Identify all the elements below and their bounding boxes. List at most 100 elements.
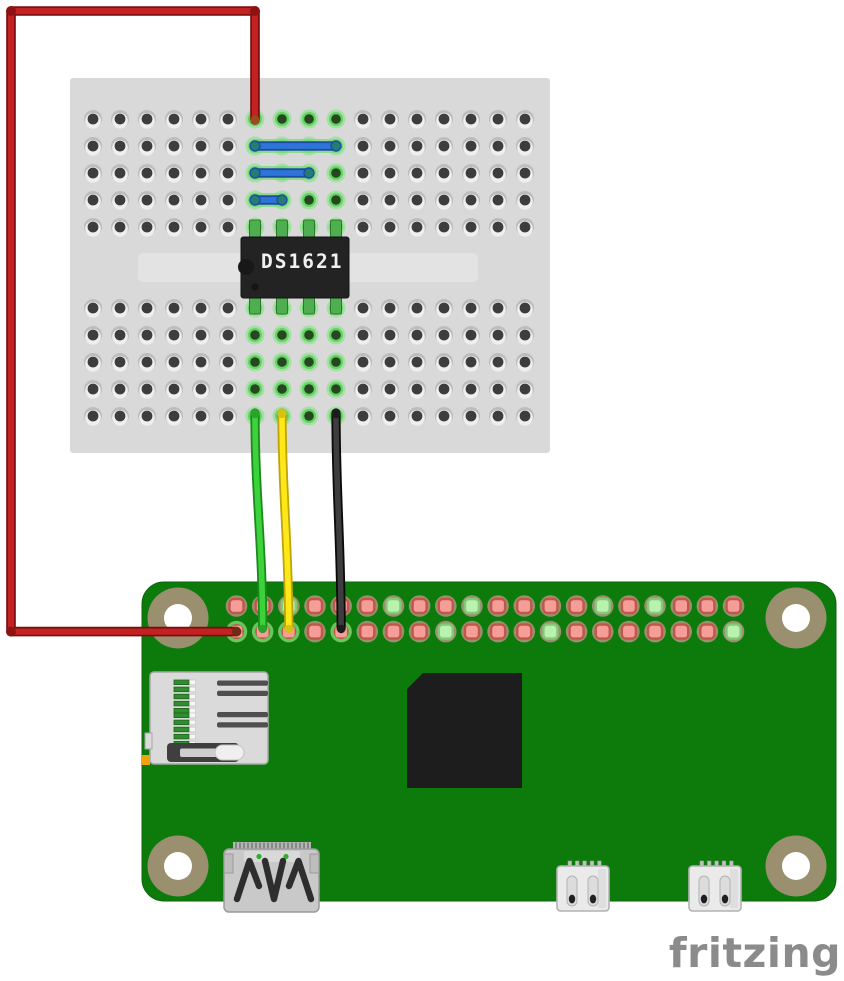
green-wire[interactable] xyxy=(250,408,274,643)
breadboard-hole[interactable] xyxy=(435,191,453,210)
breadboard-hole[interactable] xyxy=(84,218,102,237)
breadboard-hole[interactable] xyxy=(165,353,183,372)
breadboard-hole[interactable] xyxy=(165,380,183,399)
breadboard-hole[interactable] xyxy=(272,352,292,372)
breadboard-hole[interactable] xyxy=(138,326,156,345)
gpio-pin[interactable] xyxy=(304,620,326,643)
gpio-pin[interactable] xyxy=(434,620,457,643)
gpio-pin[interactable] xyxy=(513,595,536,617)
breadboard-hole[interactable] xyxy=(516,218,534,237)
breadboard-hole[interactable] xyxy=(381,299,399,318)
breadboard-hole[interactable] xyxy=(111,110,129,129)
breadboard-hole[interactable] xyxy=(84,353,102,372)
breadboard-hole[interactable] xyxy=(138,164,156,183)
breadboard-hole[interactable] xyxy=(381,407,399,426)
breadboard-hole[interactable] xyxy=(381,326,399,345)
breadboard-hole[interactable] xyxy=(299,190,319,210)
breadboard-hole[interactable] xyxy=(272,325,292,345)
gpio-pin[interactable] xyxy=(461,595,483,617)
breadboard-hole[interactable] xyxy=(192,218,210,237)
blue-jumper-wire[interactable] xyxy=(248,193,289,207)
breadboard-hole[interactable] xyxy=(516,380,534,399)
breadboard-hole[interactable] xyxy=(299,325,319,345)
breadboard-hole[interactable] xyxy=(245,352,265,372)
gpio-pin[interactable] xyxy=(408,595,431,617)
gpio-pin[interactable] xyxy=(670,595,693,617)
breadboard-hole[interactable] xyxy=(192,326,210,345)
breadboard-hole[interactable] xyxy=(219,407,237,426)
breadboard-hole[interactable] xyxy=(245,325,265,345)
breadboard-hole[interactable] xyxy=(165,218,183,237)
breadboard-hole[interactable] xyxy=(435,326,453,345)
gpio-pin[interactable] xyxy=(382,620,405,643)
gpio-pin[interactable] xyxy=(591,595,614,617)
breadboard-hole[interactable] xyxy=(462,353,480,372)
breadboard-hole[interactable] xyxy=(326,109,346,129)
breadboard-hole[interactable] xyxy=(219,380,237,399)
breadboard-hole[interactable] xyxy=(489,380,507,399)
breadboard-hole[interactable] xyxy=(219,326,237,345)
breadboard-hole[interactable] xyxy=(408,137,426,156)
breadboard-hole[interactable] xyxy=(111,407,129,426)
breadboard-hole[interactable] xyxy=(354,407,372,426)
breadboard-hole[interactable] xyxy=(435,299,453,318)
breadboard-hole[interactable] xyxy=(435,110,453,129)
breadboard-hole[interactable] xyxy=(489,137,507,156)
breadboard-hole[interactable] xyxy=(381,380,399,399)
breadboard-hole[interactable] xyxy=(192,110,210,129)
breadboard-hole[interactable] xyxy=(111,380,129,399)
breadboard-hole[interactable] xyxy=(516,137,534,156)
breadboard-hole[interactable] xyxy=(462,137,480,156)
breadboard-hole[interactable] xyxy=(354,110,372,129)
breadboard-hole[interactable] xyxy=(219,137,237,156)
breadboard-hole[interactable] xyxy=(489,218,507,237)
gpio-pin[interactable] xyxy=(539,620,562,643)
breadboard-hole[interactable] xyxy=(84,191,102,210)
gpio-pin[interactable] xyxy=(644,595,666,617)
breadboard-hole[interactable] xyxy=(516,407,534,426)
breadboard-hole[interactable] xyxy=(462,380,480,399)
breadboard-hole[interactable] xyxy=(219,110,237,129)
breadboard-hole[interactable] xyxy=(489,110,507,129)
gpio-pin[interactable] xyxy=(722,620,745,643)
breadboard-hole[interactable] xyxy=(516,353,534,372)
breadboard-hole[interactable] xyxy=(381,110,399,129)
breadboard-hole[interactable] xyxy=(408,407,426,426)
breadboard-hole[interactable] xyxy=(111,191,129,210)
breadboard-hole[interactable] xyxy=(84,137,102,156)
breadboard-hole[interactable] xyxy=(435,380,453,399)
breadboard-hole[interactable] xyxy=(489,164,507,183)
breadboard-hole[interactable] xyxy=(165,110,183,129)
breadboard-hole[interactable] xyxy=(408,326,426,345)
gpio-pin[interactable] xyxy=(696,620,719,643)
breadboard-hole[interactable] xyxy=(165,299,183,318)
raspberry-pi-zero[interactable] xyxy=(141,581,837,913)
breadboard-hole[interactable] xyxy=(354,191,372,210)
breadboard-hole[interactable] xyxy=(111,137,129,156)
breadboard-hole[interactable] xyxy=(516,326,534,345)
breadboard-hole[interactable] xyxy=(272,109,292,129)
breadboard-hole[interactable] xyxy=(138,110,156,129)
breadboard-hole[interactable] xyxy=(354,326,372,345)
breadboard-hole[interactable] xyxy=(192,380,210,399)
breadboard-hole[interactable] xyxy=(381,218,399,237)
breadboard-hole[interactable] xyxy=(165,407,183,426)
breadboard-hole[interactable] xyxy=(408,164,426,183)
breadboard-hole[interactable] xyxy=(219,299,237,318)
breadboard-hole[interactable] xyxy=(354,380,372,399)
breadboard-hole[interactable] xyxy=(408,353,426,372)
black-wire[interactable] xyxy=(330,408,352,643)
breadboard-hole[interactable] xyxy=(165,164,183,183)
breadboard-hole[interactable] xyxy=(111,218,129,237)
gpio-pin[interactable] xyxy=(618,595,640,617)
breadboard-hole[interactable] xyxy=(138,407,156,426)
breadboard-hole[interactable] xyxy=(138,380,156,399)
gpio-pin[interactable] xyxy=(565,595,588,617)
breadboard-hole[interactable] xyxy=(489,191,507,210)
gpio-pin[interactable] xyxy=(644,620,666,643)
breadboard-hole[interactable] xyxy=(489,407,507,426)
breadboard-hole[interactable] xyxy=(435,218,453,237)
gpio-pin[interactable] xyxy=(722,595,745,617)
breadboard-hole[interactable] xyxy=(192,299,210,318)
breadboard-hole[interactable] xyxy=(354,299,372,318)
